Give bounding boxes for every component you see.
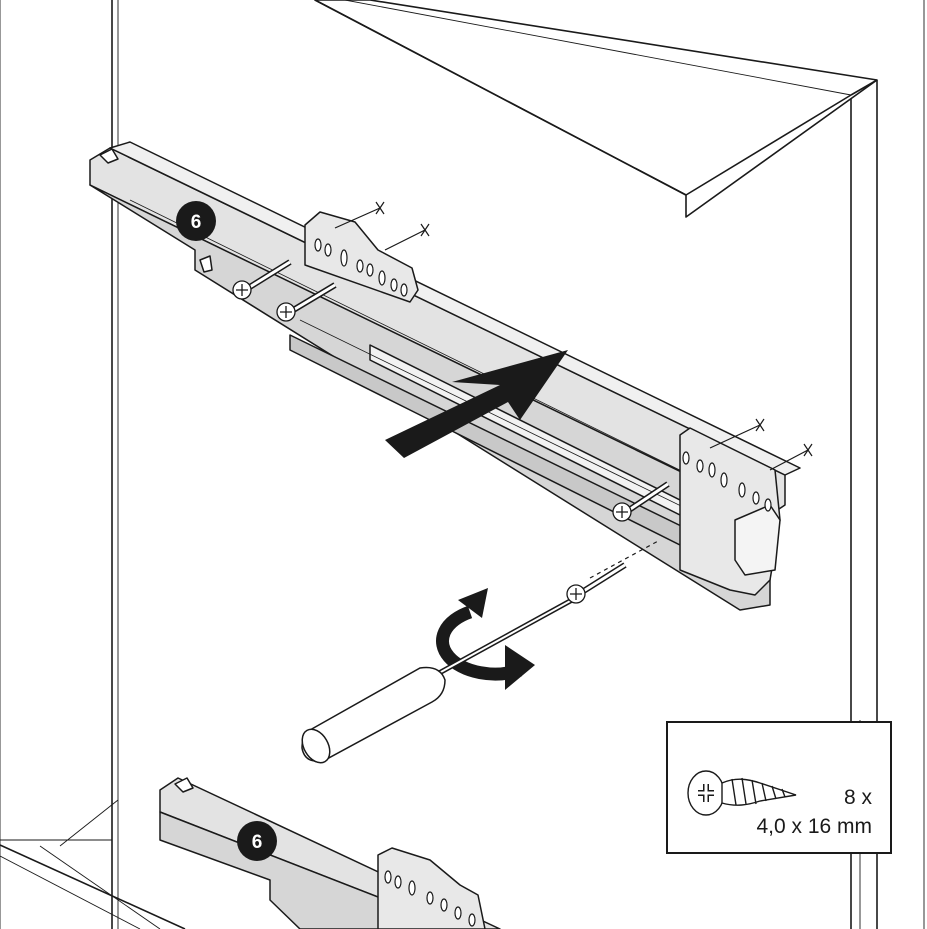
screw-icon bbox=[276, 282, 337, 322]
screwdriver-icon bbox=[301, 597, 574, 764]
lower-rail bbox=[159, 777, 501, 929]
mounted-screws bbox=[232, 259, 670, 522]
drill-position-marks bbox=[334, 201, 813, 579]
screw-quantity: 8 x bbox=[843, 786, 872, 809]
screw-icon bbox=[232, 259, 292, 300]
rotate-clockwise-icon bbox=[436, 588, 535, 690]
screw-icon bbox=[687, 770, 797, 816]
position-badge-label: 6 bbox=[252, 832, 263, 853]
top-shelf bbox=[314, 0, 878, 218]
hardware-callout: 8 x 4,0 x 16 mm bbox=[666, 721, 892, 854]
screw-icon bbox=[566, 562, 627, 604]
position-badge-label: 6 bbox=[191, 212, 202, 233]
direction-arrow-icon bbox=[385, 350, 568, 458]
position-badge: 6 bbox=[237, 821, 277, 861]
screw-icon bbox=[612, 481, 670, 522]
upper-rail bbox=[89, 141, 801, 611]
screw-size: 4,0 x 16 mm bbox=[756, 815, 872, 838]
position-badge: 6 bbox=[176, 201, 216, 241]
bottom-shelf bbox=[0, 799, 186, 929]
front-mounting-plate bbox=[304, 211, 419, 303]
